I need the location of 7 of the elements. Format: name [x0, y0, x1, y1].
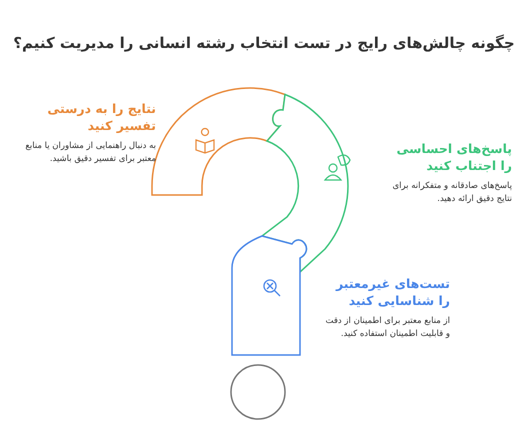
- step-heading: تست‌های غیرمعتبر را شناسایی کنید: [334, 275, 450, 309]
- step-description: از منابع معتبر برای اطمینان از دقت و قابلیت اطمینان استفاده کنید.: [325, 315, 450, 341]
- title: چگونه چالش‌های رایج در تست انتخاب رشته انسانی را مدیریت کنیم؟: [12, 34, 516, 52]
- step-description: پاسخ‌های صادقانه و متفکرانه برای نتایج دقیق ارائه دهید.: [391, 180, 512, 206]
- step-heading: پاسخ‌های احساسی را اجتناب کنید: [395, 140, 512, 174]
- step-heading: نتایج را به درستی تفسیر کنید: [46, 100, 156, 134]
- step-description: به دنبال راهنمایی از مشاوران یا منابع معتبر برای تفسیر دقیق باشید.: [24, 140, 156, 166]
